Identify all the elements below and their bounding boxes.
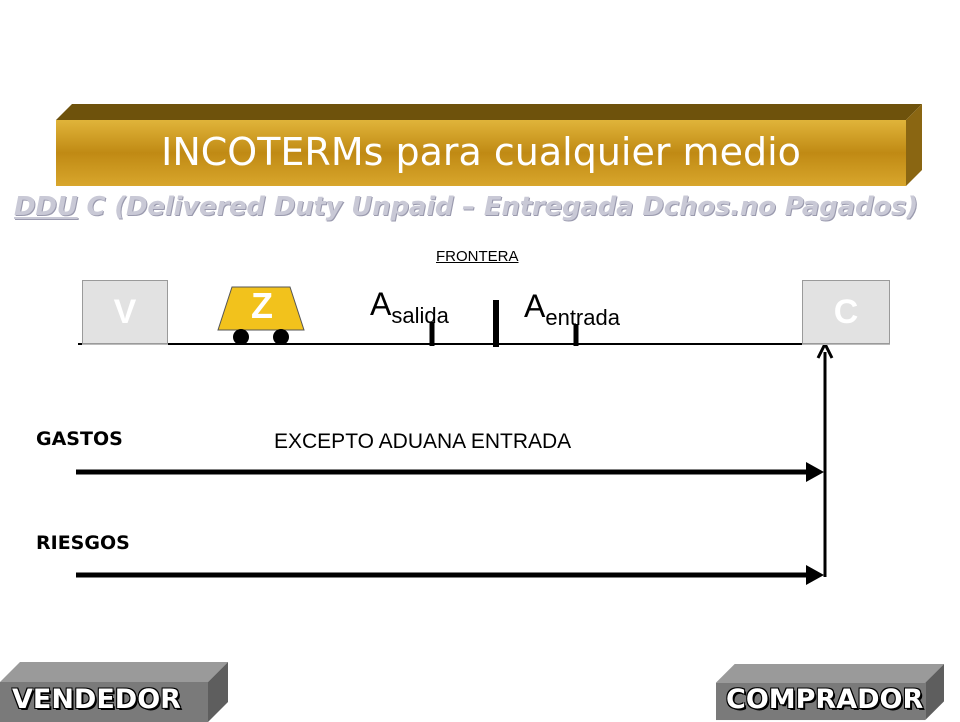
buyer-label: COMPRADOR bbox=[726, 684, 924, 715]
costs-arrowhead bbox=[806, 462, 824, 482]
customs-exit-main: A bbox=[370, 286, 392, 322]
risks-arrowhead bbox=[806, 565, 824, 585]
seller-label: VENDEDOR bbox=[12, 684, 181, 715]
customs-exit-label: Asalida bbox=[370, 286, 449, 329]
costs-label: GASTOS bbox=[36, 428, 123, 450]
cart-label: Z bbox=[251, 285, 273, 326]
costs-exception-note: EXCEPTO ADUANA ENTRADA bbox=[274, 430, 572, 453]
border-label: FRONTERA bbox=[436, 248, 519, 265]
cart-icon bbox=[217, 286, 305, 345]
customs-entry-sub: entrada bbox=[545, 305, 620, 330]
slide-title: INCOTERMs para cualquier medio bbox=[161, 130, 801, 174]
customs-entry-label: Aentrada bbox=[524, 288, 620, 331]
title-banner bbox=[56, 104, 922, 186]
risks-label: RIESGOS bbox=[36, 532, 130, 554]
subtitle: DDU C (Delivered Duty Unpaid – Entregada… bbox=[14, 192, 954, 232]
subtitle-description: C (Delivered Duty Unpaid – Entregada Dch… bbox=[77, 192, 919, 222]
vendor-box: V bbox=[82, 280, 168, 344]
customs-entry-main: A bbox=[524, 288, 546, 324]
seller-tag[interactable] bbox=[0, 662, 228, 722]
buyer-tag[interactable] bbox=[716, 662, 944, 722]
buyer-box: C bbox=[802, 280, 890, 344]
subtitle-acronym[interactable]: DDU bbox=[14, 192, 78, 222]
customs-exit-sub: salida bbox=[391, 303, 449, 328]
